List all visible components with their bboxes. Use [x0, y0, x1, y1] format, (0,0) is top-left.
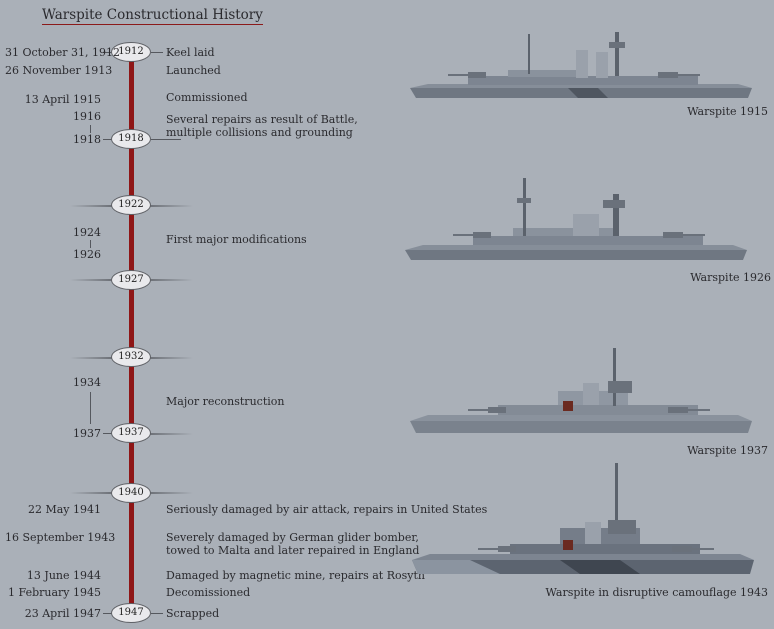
range-connector: [90, 125, 91, 133]
date-scrapped: 23 April 1947: [24, 607, 101, 620]
date-launched: 26 November 1913: [5, 64, 113, 77]
timeline-spike: [70, 492, 130, 494]
event-first-mod: First major modifications: [166, 233, 307, 246]
date-mod-start: 1924: [73, 226, 101, 239]
range-connector: [90, 240, 91, 248]
event-connector: [151, 52, 163, 53]
battleship-1943-icon: [412, 463, 754, 574]
date-connector: [103, 52, 113, 53]
event-bomber-line1: Severely damaged by German glider bomber…: [166, 531, 419, 544]
event-keel: Keel laid: [166, 46, 215, 59]
timeline-spike: [133, 433, 193, 435]
date-recon-end: 1937: [73, 427, 101, 440]
date-recon-start: 1934: [73, 376, 101, 389]
timeline-spike: [133, 279, 193, 281]
battleship-1926-icon: [405, 178, 747, 260]
event-repairs-line2: multiple collisions and grounding: [166, 126, 353, 139]
event-bomber-line2: towed to Malta and later repaired in Eng…: [166, 544, 420, 557]
event-reconstruction: Major reconstruction: [166, 395, 285, 408]
year-marker-1927: 1927: [111, 270, 151, 290]
diagram-title: Warspite Constructional History: [42, 7, 263, 25]
timeline-spike: [133, 357, 193, 359]
date-connector: [103, 613, 113, 614]
event-launched: Launched: [166, 64, 221, 77]
timeline-spike: [133, 205, 193, 207]
date-repairs-end: 1918: [73, 133, 101, 146]
date-connector: [103, 433, 113, 434]
event-repairs-line1: Several repairs as result of Battle,: [166, 113, 358, 126]
event-air-attack: Seriously damaged by air attack, repairs…: [166, 503, 488, 516]
event-commissioned: Commissioned: [166, 91, 248, 104]
year-marker-1918: 1918: [111, 129, 151, 149]
date-mine: 13 June 1944: [26, 569, 101, 582]
ship-caption-1926: Warspite 1926: [690, 271, 771, 284]
year-marker-1937: 1937: [111, 423, 151, 443]
ship-caption-1937: Warspite 1937: [687, 444, 768, 457]
year-marker-1912: 1912: [111, 42, 151, 62]
ship-caption-1943: Warspite in disruptive camouflage 1943: [545, 586, 768, 599]
date-repairs-start: 1916: [73, 110, 101, 123]
timeline-spike: [70, 357, 130, 359]
timeline-spike: [133, 492, 193, 494]
event-scrapped: Scrapped: [166, 607, 220, 620]
date-bomber: 16 September 1943: [5, 531, 116, 544]
timeline-spike: [70, 279, 130, 281]
year-marker-1947: 1947: [111, 603, 151, 623]
date-mod-end: 1926: [73, 248, 101, 261]
ship-caption-1915: Warspite 1915: [687, 105, 768, 118]
year-marker-1922: 1922: [111, 195, 151, 215]
year-marker-1932: 1932: [111, 347, 151, 367]
event-mine: Damaged by magnetic mine, repairs at Ros…: [166, 569, 425, 582]
battleship-1915-icon: [410, 32, 752, 98]
timeline-spike: [70, 205, 130, 207]
event-connector: [151, 139, 181, 140]
year-marker-1940: 1940: [111, 483, 151, 503]
battleship-1937-icon: [410, 348, 752, 433]
range-connector: [90, 392, 91, 424]
date-keel: 31 October 31, 1912: [5, 46, 121, 59]
date-connector: [103, 139, 113, 140]
event-connector: [151, 613, 163, 614]
date-decommissioned: 1 February 1945: [8, 586, 101, 599]
event-decommissioned: Decomissioned: [166, 586, 251, 599]
timeline-line: [129, 54, 134, 614]
date-commissioned: 13 April 1915: [24, 93, 101, 106]
date-air-attack: 22 May 1941: [27, 503, 101, 516]
